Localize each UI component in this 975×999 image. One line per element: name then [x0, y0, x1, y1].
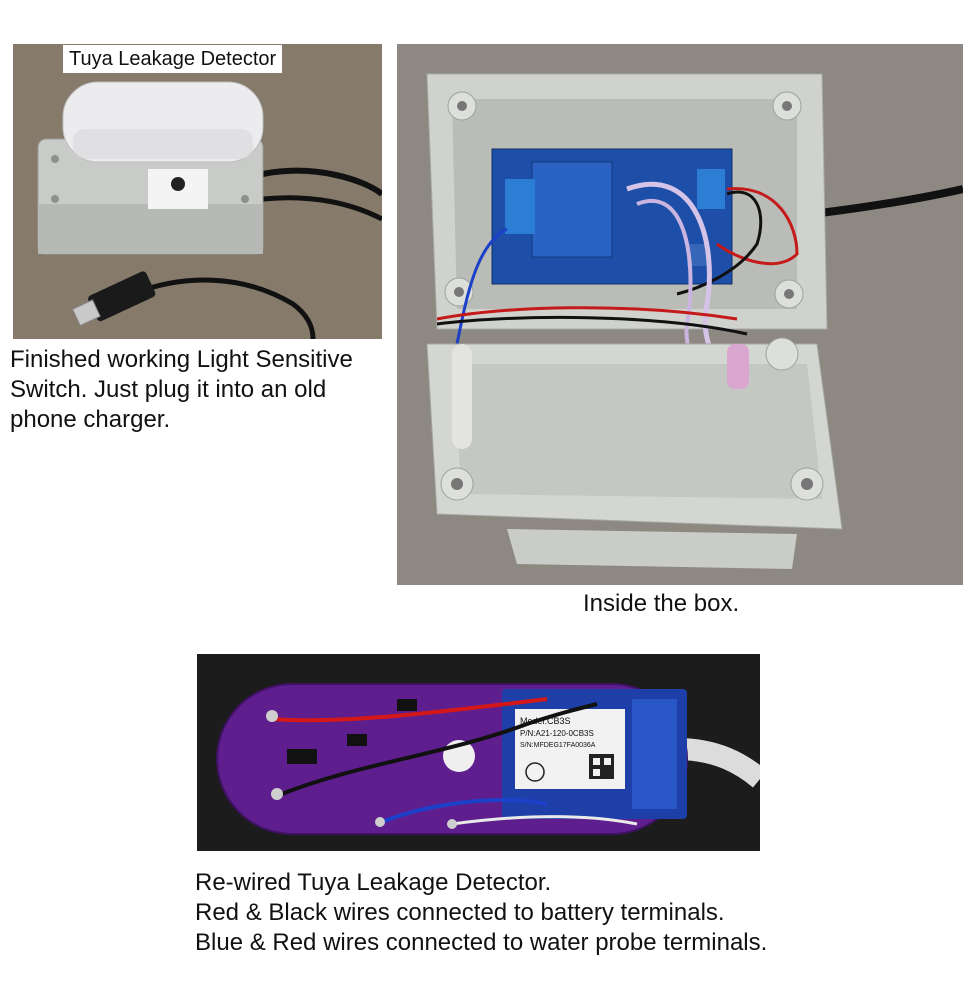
module-pn-text: P/N:A21-120-0CB3S [520, 729, 594, 738]
module-sn-text: S/N:MFDEG17FA0036A [520, 742, 596, 749]
caption-line: Blue & Red wires connected to water prob… [195, 929, 768, 956]
inside-box-photo [397, 44, 963, 585]
caption-line: Finished working Light Sensitive [10, 346, 353, 373]
module-model-text: Model:CB3S [520, 716, 571, 726]
leakage-detector-photo [13, 44, 382, 339]
bottom-caption: Re-wired Tuya Leakage Detector. Red & Bl… [195, 868, 835, 958]
photo-label: Tuya Leakage Detector [63, 45, 283, 73]
caption-line: Switch. Just plug it into an old [10, 376, 327, 403]
pcb-photo: Model:CB3S P/N:A21-120-0CB3S S/N:MFDEG17… [197, 654, 760, 851]
caption-line: Red & Black wires connected to battery t… [195, 899, 725, 926]
caption-line: Re-wired Tuya Leakage Detector. [195, 869, 552, 896]
top-right-caption: Inside the box. [583, 590, 740, 617]
top-left-caption: Finished working Light Sensitive Switch.… [10, 345, 380, 435]
caption-line: phone charger. [10, 406, 171, 433]
